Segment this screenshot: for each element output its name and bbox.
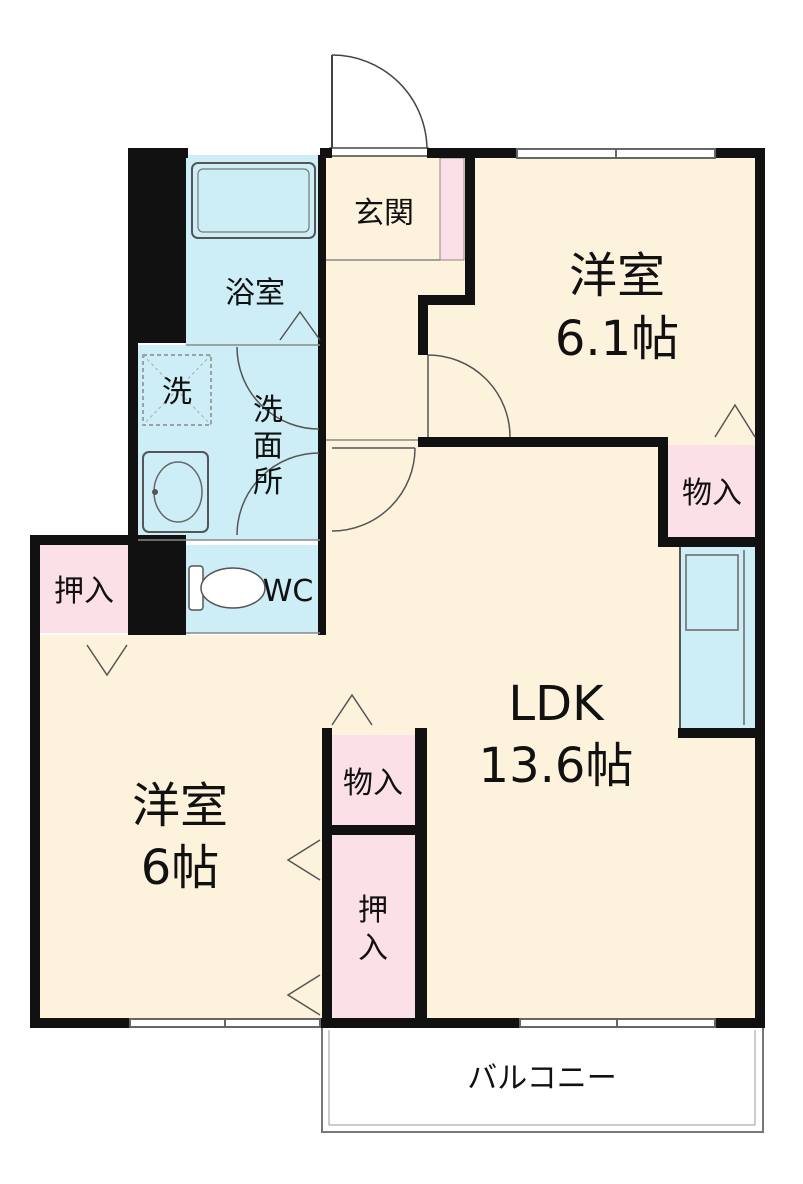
- room-name-ldk: LDK: [508, 676, 605, 732]
- balcony: [321, 1021, 764, 1133]
- floor-western-room-ne: [425, 155, 756, 443]
- washer-space: [142, 354, 212, 426]
- label-wc: WC: [263, 574, 314, 609]
- label-washer: 洗: [162, 375, 192, 410]
- room-name-sw: 洋室: [132, 778, 228, 834]
- label-washroom-3: 所: [253, 465, 283, 500]
- room-size-sw: 6帖: [141, 840, 220, 896]
- oshiire-c: [330, 835, 415, 1020]
- room-size-ne: 6.1帖: [555, 311, 679, 367]
- label-oshiire-w: 押入: [54, 574, 114, 609]
- label-closet-mid: 物入: [343, 766, 403, 801]
- label-washroom-1: 洗: [253, 393, 283, 428]
- closet-mid: [330, 735, 415, 827]
- entrance-shoebox: [439, 157, 465, 261]
- label-balcony: バルコニー: [467, 1061, 616, 1096]
- label-closet-ne: 物入: [682, 476, 742, 511]
- label-entrance: 玄関: [354, 196, 414, 231]
- floor-western-room-sw: [38, 635, 322, 1023]
- room-name-ne: 洋室: [569, 248, 665, 304]
- label-oshiire-c-2: 入: [358, 931, 388, 966]
- label-oshiire-c-1: 押: [358, 893, 388, 928]
- oshiire-w: [40, 545, 128, 633]
- bathtub: [191, 162, 316, 239]
- label-bath: 浴室: [225, 276, 285, 311]
- closet-ne: [668, 445, 756, 537]
- room-size-ldk: 13.6帖: [479, 738, 634, 794]
- toilet-bowl: [200, 567, 266, 609]
- label-washroom-2: 面: [253, 429, 283, 464]
